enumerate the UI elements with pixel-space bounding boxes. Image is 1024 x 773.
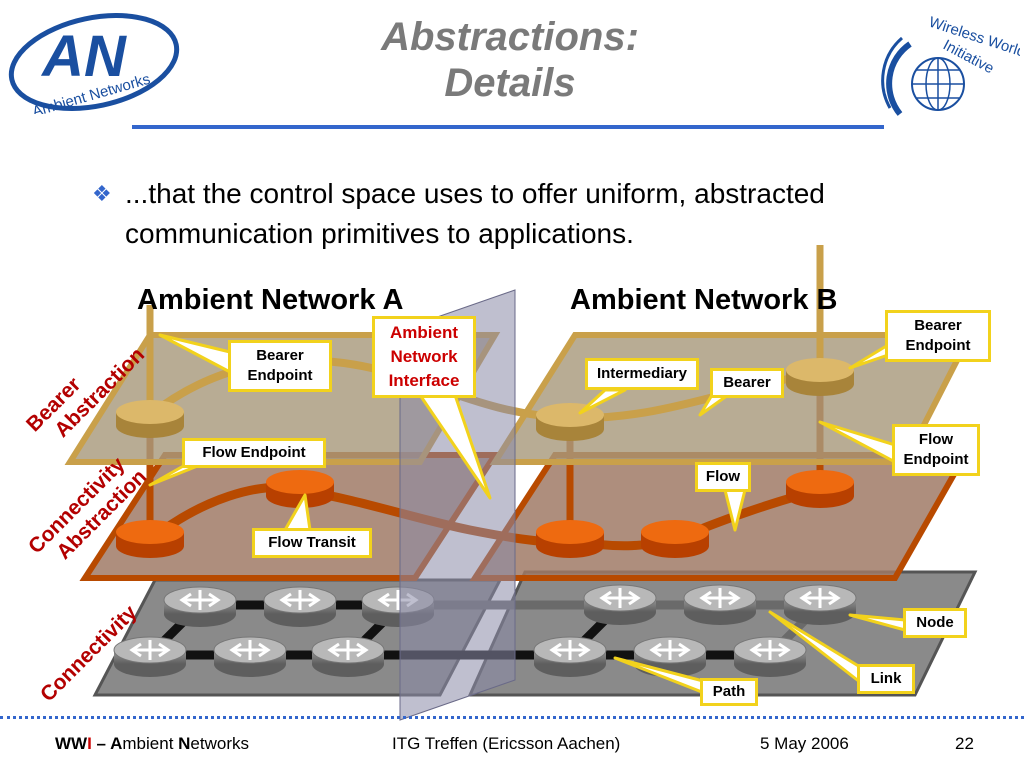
flow-node bbox=[266, 470, 334, 508]
flow-node bbox=[536, 520, 604, 558]
callout-flow-endpoint-a: Flow Endpoint bbox=[182, 438, 326, 468]
slide-title: Abstractions: Details bbox=[300, 14, 720, 106]
footer-date: 5 May 2006 bbox=[760, 734, 849, 753]
footer-rule bbox=[0, 716, 1024, 719]
callout-ambient-network-interface: Ambient Network Interface bbox=[372, 316, 476, 398]
callout-node: Node bbox=[903, 608, 967, 638]
router-node bbox=[733, 636, 807, 677]
network-a-label: Ambient Network A bbox=[137, 284, 404, 316]
wwi-logo: Wireless World Initiative bbox=[881, 14, 1020, 116]
footer-brand-a: A bbox=[110, 734, 123, 753]
bearer-node bbox=[536, 403, 604, 441]
footer-brand-ww: WW bbox=[55, 734, 88, 753]
router-node bbox=[213, 636, 287, 677]
router-node bbox=[783, 584, 857, 625]
title-line-1: Abstractions: bbox=[381, 15, 639, 59]
footer-brand: WWI – Ambient Networks bbox=[55, 734, 249, 754]
callout-flow: Flow bbox=[695, 462, 751, 492]
ambient-networks-logo: AN Ambient Networks bbox=[8, 13, 180, 114]
footer-brand-mbient: mbient bbox=[122, 734, 179, 753]
router-node bbox=[683, 584, 757, 625]
router-node bbox=[311, 636, 385, 677]
flow-node bbox=[786, 470, 854, 508]
callout-link: Link bbox=[857, 664, 915, 694]
callout-flow-transit: Flow Transit bbox=[252, 528, 372, 558]
router-node bbox=[263, 586, 337, 627]
footer-brand-i: I bbox=[87, 734, 92, 753]
footer-event: ITG Treffen (Ericsson Aachen) bbox=[392, 734, 621, 753]
footer-brand-dash: – bbox=[91, 734, 111, 753]
router-node bbox=[113, 636, 187, 677]
title-rule bbox=[132, 125, 884, 129]
router-node bbox=[583, 584, 657, 625]
footer-brand-etworks: etworks bbox=[190, 734, 249, 753]
flow-nodes bbox=[116, 470, 854, 558]
flow-node bbox=[116, 520, 184, 558]
router-node bbox=[163, 586, 237, 627]
callout-bearer: Bearer bbox=[710, 368, 784, 398]
network-b-label: Ambient Network B bbox=[570, 284, 838, 316]
diamond-bullet-icon: ❖ bbox=[92, 181, 112, 206]
flow-node bbox=[641, 520, 709, 558]
footer-brand-n: N bbox=[178, 734, 191, 753]
footer-page-number: 22 bbox=[955, 734, 974, 753]
callout-intermediary: Intermediary bbox=[585, 358, 699, 390]
bearer-nodes bbox=[116, 358, 854, 441]
router-nodes bbox=[113, 584, 857, 677]
bearer-risers bbox=[146, 245, 824, 415]
router-node bbox=[533, 636, 607, 677]
bullet-text: ...that the control space uses to offer … bbox=[125, 178, 825, 249]
callout-pointers bbox=[148, 333, 907, 696]
ambient-logo-letters: AN bbox=[40, 24, 127, 89]
callout-flow-endpoint-b: Flow Endpoint bbox=[892, 424, 980, 476]
callout-path: Path bbox=[700, 678, 758, 706]
bearer-node bbox=[116, 400, 184, 438]
router-node bbox=[633, 636, 707, 677]
title-line-2: Details bbox=[444, 61, 576, 105]
bullet-point: ❖ ...that the control space uses to offe… bbox=[92, 174, 952, 254]
bearer-node bbox=[786, 358, 854, 396]
callout-bearer-endpoint-b: Bearer Endpoint bbox=[885, 310, 991, 362]
callout-bearer-endpoint-a: Bearer Endpoint bbox=[228, 340, 332, 392]
